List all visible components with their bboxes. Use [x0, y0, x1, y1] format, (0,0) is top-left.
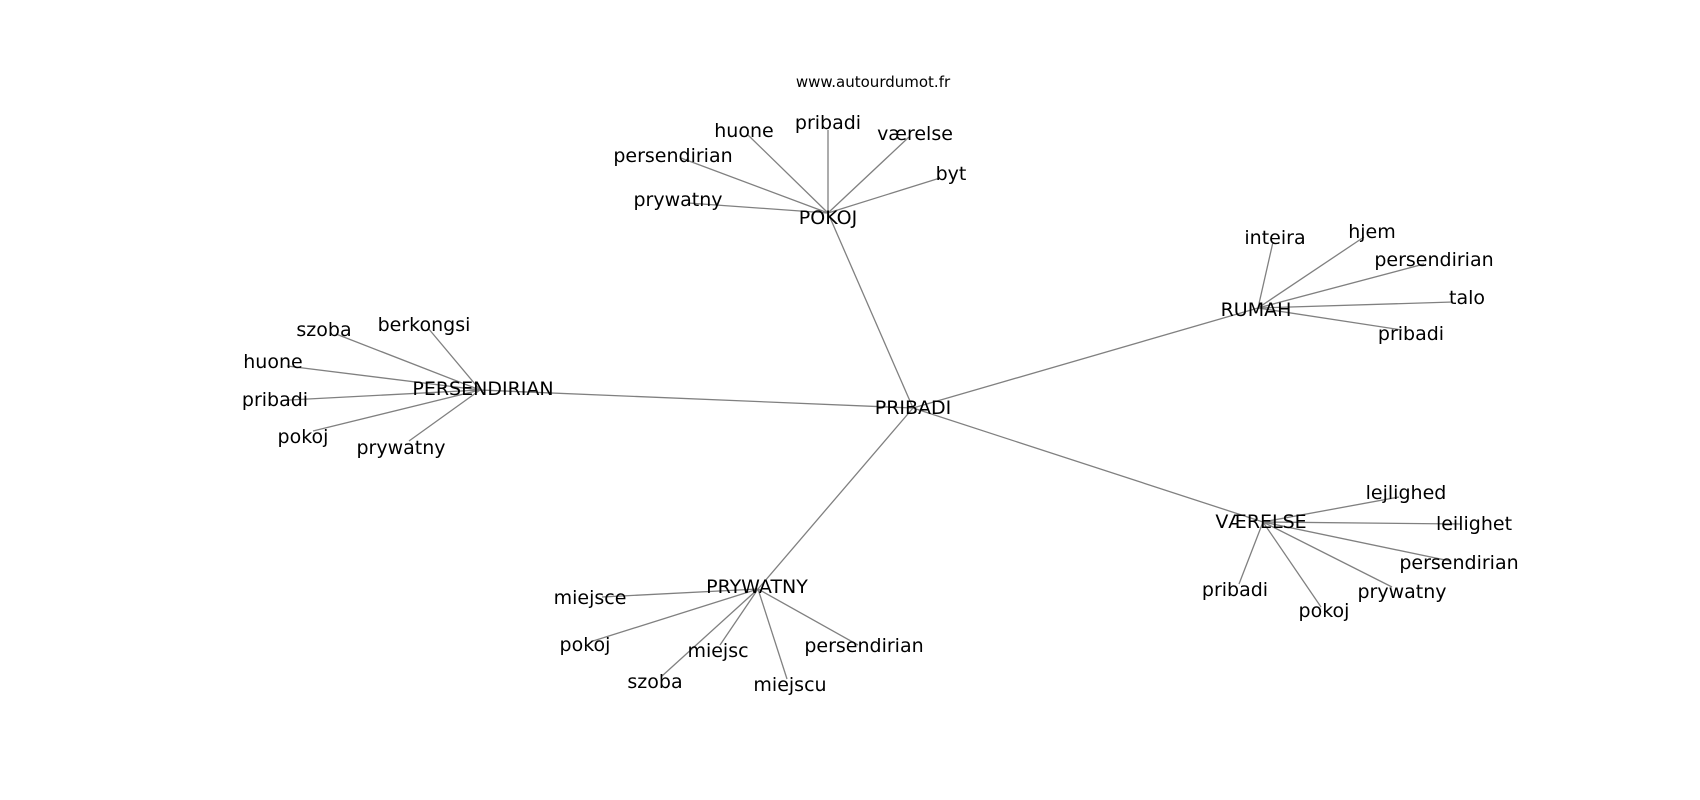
edge-hub-to-leaf [680, 157, 829, 214]
leaf-node[interactable]: prywatny [1357, 581, 1446, 603]
leaf-node[interactable]: værelse [877, 123, 953, 145]
leaf-node[interactable]: szoba [296, 319, 351, 341]
edge-hub-to-leaf [1238, 521, 1264, 585]
edge-root-to-hub [479, 389, 914, 409]
leaf-node[interactable]: szoba [627, 671, 682, 693]
edge-root-to-hub [912, 307, 1259, 409]
leaf-node[interactable]: berkongsi [378, 314, 471, 336]
leaf-node[interactable]: pribadi [242, 389, 308, 411]
leaf-node[interactable]: pokoj [278, 426, 329, 448]
leaf-node[interactable]: lejlighed [1366, 482, 1447, 504]
leaf-node[interactable]: miejscu [753, 674, 826, 696]
leaf-node[interactable]: huone [714, 120, 773, 142]
hub-node[interactable]: PERSENDIRIAN [412, 378, 553, 400]
edge-hub-to-leaf [335, 333, 481, 391]
leaf-node[interactable]: pribadi [795, 112, 861, 134]
leaf-node[interactable]: hjem [1348, 221, 1396, 243]
edge-hub-to-leaf [1257, 241, 1274, 309]
edge-hub-to-leaf [827, 136, 910, 214]
leaf-node[interactable]: huone [243, 351, 302, 373]
hub-node[interactable]: VÆRELSE [1215, 511, 1306, 533]
edge-hub-to-leaf [1262, 521, 1393, 588]
leaf-node[interactable]: persendirian [613, 145, 732, 167]
edge-hub-to-leaf [1262, 521, 1451, 562]
edge-hub-to-leaf [1262, 496, 1400, 523]
leaf-node[interactable]: miejsc [687, 640, 748, 662]
edge-hub-to-leaf [747, 134, 829, 214]
edge-hub-to-leaf [1257, 307, 1403, 331]
leaf-node[interactable]: pribadi [1378, 323, 1444, 345]
edge-hub-to-leaf [757, 588, 788, 680]
hub-node[interactable]: POKOJ [799, 207, 857, 229]
leaf-node[interactable]: pokoj [560, 634, 611, 656]
leaf-node[interactable]: persendirian [1399, 552, 1518, 574]
leaf-node[interactable]: byt [936, 163, 967, 185]
leaf-node[interactable]: pokoj [1299, 600, 1350, 622]
hub-node[interactable]: RUMAH [1221, 299, 1292, 321]
leaf-node[interactable]: leilighet [1436, 513, 1512, 535]
leaf-node[interactable]: talo [1449, 287, 1485, 309]
edge-hub-to-leaf [288, 389, 481, 401]
edge-hub-to-leaf [286, 365, 481, 391]
edges-layer [286, 130, 1462, 680]
leaf-node[interactable]: prywatny [633, 189, 722, 211]
edge-hub-to-leaf [1262, 521, 1462, 525]
hub-node[interactable]: PRYWATNY [706, 576, 808, 598]
edge-root-to-hub [912, 407, 1264, 523]
edge-hub-to-leaf [408, 389, 481, 442]
leaf-node[interactable]: prywatny [356, 437, 445, 459]
edge-root-to-hub [757, 407, 914, 590]
source-caption[interactable]: www.autourdumot.fr [796, 73, 951, 91]
leaf-node[interactable]: miejsce [554, 587, 627, 609]
edge-hub-to-leaf [312, 389, 481, 432]
edge-hub-to-leaf [687, 202, 829, 214]
nodes-layer: PRIBADI POKOJ huone pribadi værelse persendir… [242, 112, 1519, 696]
edge-hub-to-leaf [827, 177, 941, 214]
edge-hub-to-leaf [1257, 236, 1365, 309]
edge-hub-to-leaf [757, 588, 859, 646]
edge-hub-to-leaf [601, 588, 759, 598]
edge-hub-to-leaf [661, 588, 759, 677]
leaf-node[interactable]: pribadi [1202, 579, 1268, 601]
leaf-node[interactable]: inteira [1244, 227, 1305, 249]
edge-hub-to-leaf [427, 327, 481, 391]
leaf-node[interactable]: persendirian [1374, 249, 1493, 271]
edge-root-to-hub [827, 212, 914, 409]
edge-hub-to-leaf [1257, 301, 1454, 309]
leaf-node[interactable]: persendirian [804, 635, 923, 657]
edge-hub-to-leaf [1257, 263, 1425, 309]
edge-hub-to-leaf [1262, 521, 1322, 608]
edge-hub-to-leaf [719, 588, 759, 646]
root-node[interactable]: PRIBADI [875, 397, 952, 419]
edge-hub-to-leaf [592, 588, 759, 642]
